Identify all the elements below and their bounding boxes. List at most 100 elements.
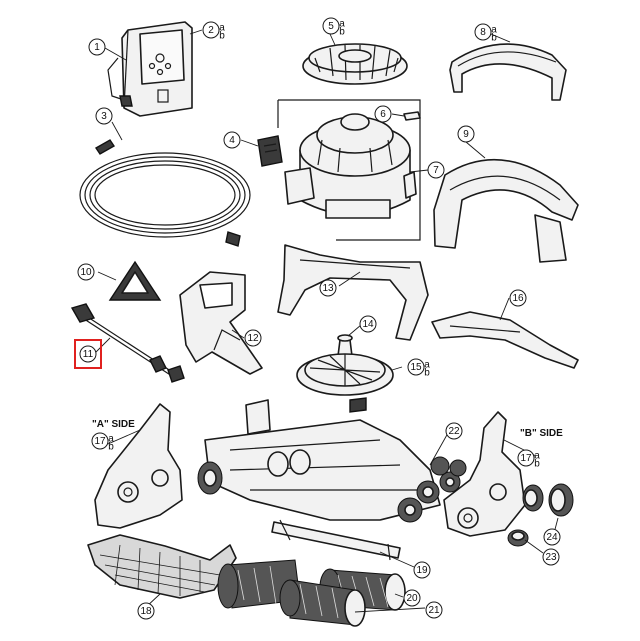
callout-variant-a: a [534, 451, 540, 462]
callout-circle [359, 315, 377, 333]
callout-circle [403, 589, 421, 607]
callout-part-12: 12 [244, 329, 262, 347]
callout-number: 19 [416, 565, 428, 576]
callout-variant-a: a [108, 434, 114, 445]
front-lid-drawing [277, 244, 429, 341]
side-b-label: "B" SIDE [520, 428, 563, 439]
callout-variant-b: b [339, 27, 345, 38]
callout-circle [407, 358, 425, 376]
top-cover-drawing [302, 43, 408, 85]
callout-circle [77, 263, 95, 281]
callout-variant-b: b [108, 442, 114, 453]
callout-number: 8 [480, 27, 486, 38]
callout-variant-a: a [424, 360, 430, 371]
callout-number: 16 [512, 293, 524, 304]
callout-variant-b: b [219, 31, 225, 42]
callout-circle [79, 345, 97, 363]
callout-number: 9 [463, 129, 469, 140]
callout-circle [319, 279, 337, 297]
callout-variant-b: b [534, 459, 540, 470]
callout-part-24: 24 [543, 528, 561, 546]
bolt-drawing [337, 334, 353, 357]
triangle-clip-drawing [108, 260, 162, 301]
handle-drawing [449, 43, 567, 101]
callout-number: 3 [101, 111, 107, 122]
callout-number: 4 [229, 135, 235, 146]
callout-circle [137, 602, 155, 620]
callout-part-21: 21 [425, 601, 443, 619]
leader-lines [95, 29, 559, 613]
callout-variant-a: a [491, 25, 497, 36]
callout-circle [374, 105, 392, 123]
callout-part-7: 7 [427, 161, 445, 179]
callout-number: 1 [94, 42, 100, 53]
motor-assembly-drawing [277, 99, 421, 241]
callout-number: 15 [410, 362, 422, 373]
callout-circle [457, 125, 475, 143]
callout-number: 22 [448, 426, 460, 437]
callout-number: 7 [433, 165, 439, 176]
callout-part-20: 20 [403, 589, 421, 607]
callout-part-22: 22 [445, 422, 463, 440]
callout-circle [322, 17, 340, 35]
callout-number: 2 [208, 25, 214, 36]
callout-circle [202, 21, 220, 39]
side-plate-a-drawing [94, 403, 183, 529]
power-supply-drawing [107, 21, 193, 117]
bar-drawing [271, 519, 401, 561]
callout-variant-b: b [491, 33, 497, 44]
callout-variant-a: a [339, 19, 345, 30]
callout-number: 17 [94, 436, 106, 447]
callout-number: 21 [428, 605, 440, 616]
callout-variant-b: b [424, 368, 430, 379]
callout-number: 5 [328, 21, 334, 32]
callout-number: 23 [545, 552, 557, 563]
callout-number: 12 [247, 333, 259, 344]
wheel-24-drawing [522, 483, 574, 517]
callout-part-4: 4 [223, 131, 241, 149]
bumper-frame-drawing [433, 158, 579, 263]
callout-part-3: 3 [95, 107, 113, 125]
callout-number: 10 [80, 267, 92, 278]
callout-number: 6 [380, 109, 386, 120]
callout-number: 14 [362, 319, 374, 330]
callout-number: 11 [83, 349, 94, 360]
side-arm-drawing [431, 311, 579, 369]
callout-circle [425, 601, 443, 619]
callout-part-10: 10 [77, 263, 95, 281]
chassis-drawing [197, 399, 467, 523]
bushing-23-drawing [507, 529, 529, 547]
callout-part-18: 18 [137, 602, 155, 620]
highlight-box-part-11 [74, 339, 102, 369]
callout-circle [542, 548, 560, 566]
callout-part-23: 23 [542, 548, 560, 566]
callout-number: 13 [322, 283, 334, 294]
callout-number: 17 [520, 453, 532, 464]
side-plate-b-drawing [443, 411, 526, 537]
callout-circle [427, 161, 445, 179]
side-a-label: "A" SIDE [92, 419, 135, 430]
callout-circle [517, 449, 535, 467]
cable-coil-drawing [79, 139, 251, 247]
callout-variant-a: a [219, 23, 225, 34]
filter-canister-drawing [179, 271, 263, 375]
callout-part-9: 9 [457, 125, 475, 143]
callout-part-16: 16 [509, 289, 527, 307]
callout-circle [413, 561, 431, 579]
callout-part-14: 14 [359, 315, 377, 333]
callout-number: 20 [406, 593, 418, 604]
callout-circle [244, 329, 262, 347]
callout-number: 18 [140, 606, 152, 617]
callout-number: 24 [546, 532, 558, 543]
callout-circle [223, 131, 241, 149]
callout-circle [543, 528, 561, 546]
impeller-drawing [296, 353, 394, 413]
callout-circle [509, 289, 527, 307]
skirt-mesh-drawing [87, 534, 237, 599]
